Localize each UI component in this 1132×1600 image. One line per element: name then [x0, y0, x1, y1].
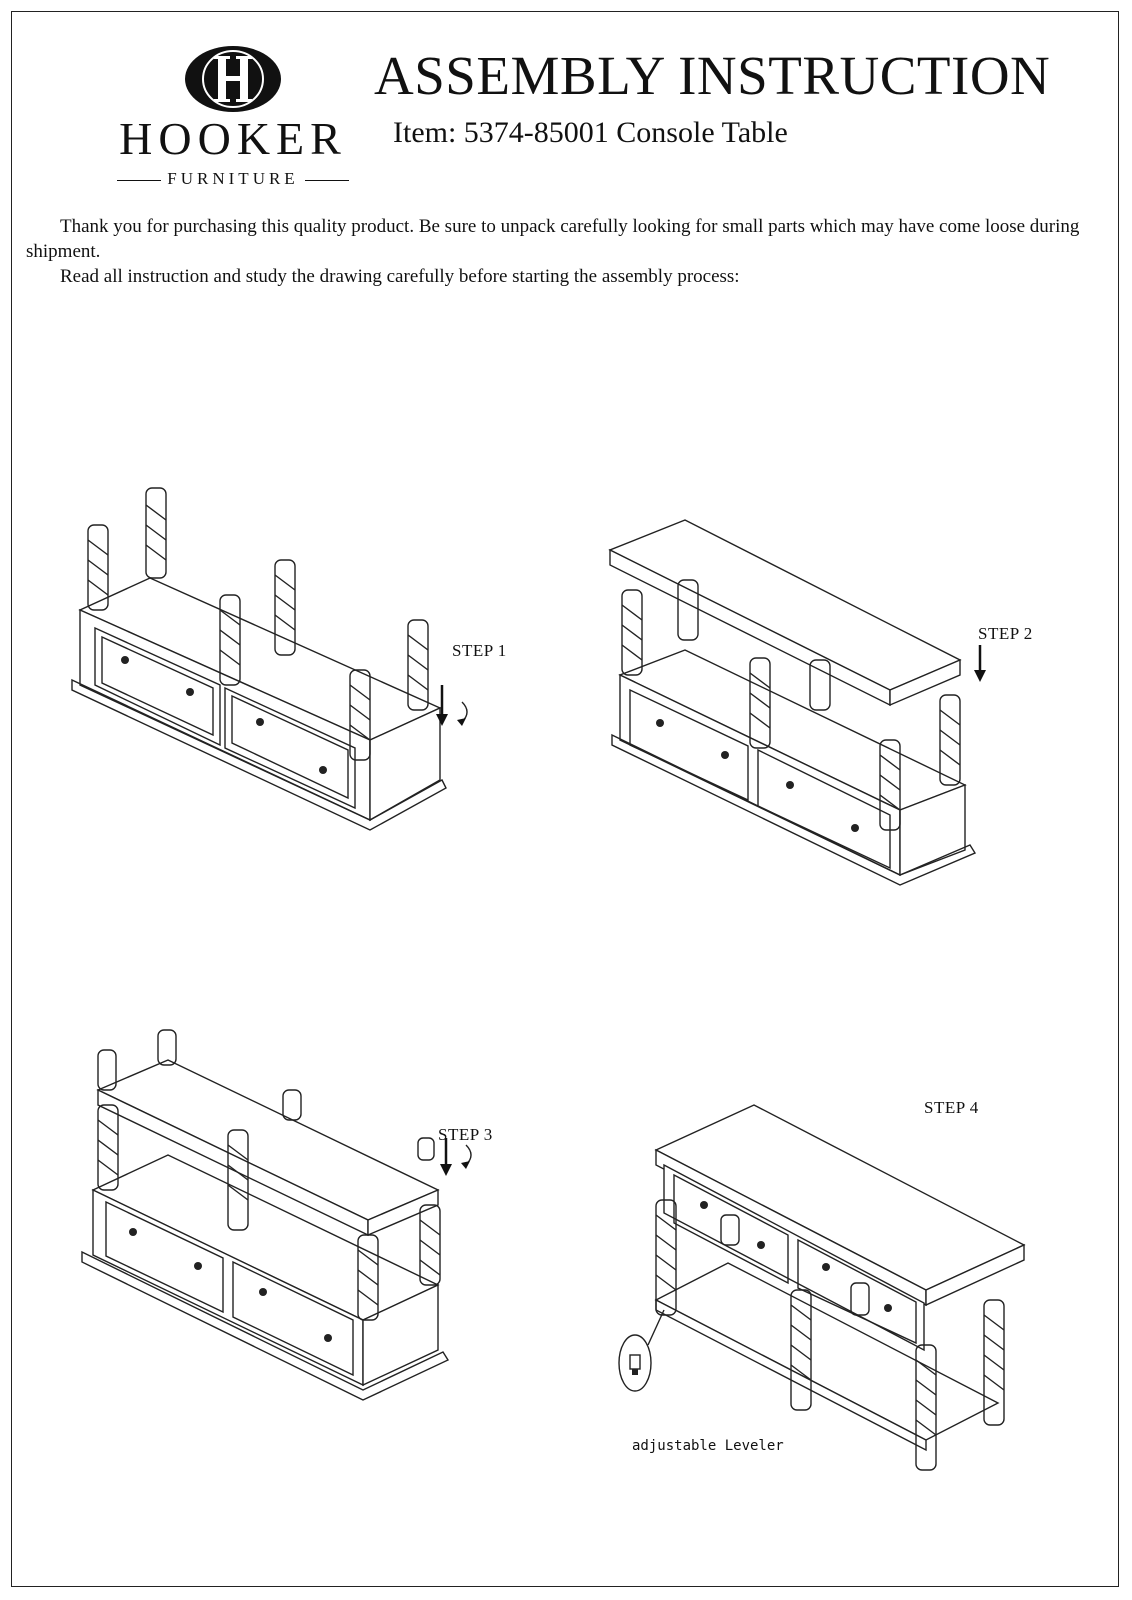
- step-4-label: STEP 4: [924, 1098, 979, 1117]
- intro-paragraph-1: Thank you for purchasing this quality pr…: [26, 216, 1080, 262]
- brand-tagline: FURNITURE: [100, 170, 366, 187]
- adjustable-leveler-callout: adjustable Leveler: [632, 1438, 784, 1454]
- step-1-diagram: [71, 487, 468, 831]
- item-number: Item: 5374-85001 Console Table: [393, 116, 788, 149]
- brand-name: HOOKER: [119, 113, 347, 164]
- step-1-label: STEP 1: [452, 641, 507, 660]
- hooker-furniture-logo: HOOKER FURNITURE: [100, 44, 366, 194]
- intro-text: Thank you for purchasing this quality pr…: [26, 214, 1106, 289]
- page-border: [11, 11, 1119, 1587]
- step-4-diagram: [618, 1104, 1026, 1471]
- step-3-diagram: [81, 1029, 472, 1401]
- monogram-h-icon: [185, 46, 281, 112]
- intro-paragraph-2: Read all instruction and study the drawi…: [60, 266, 740, 287]
- page-title: ASSEMBLY INSTRUCTION: [374, 45, 1051, 106]
- step-2-label: STEP 2: [978, 624, 1033, 643]
- step-2-diagram: [608, 519, 986, 886]
- step-3-label: STEP 3: [438, 1125, 493, 1144]
